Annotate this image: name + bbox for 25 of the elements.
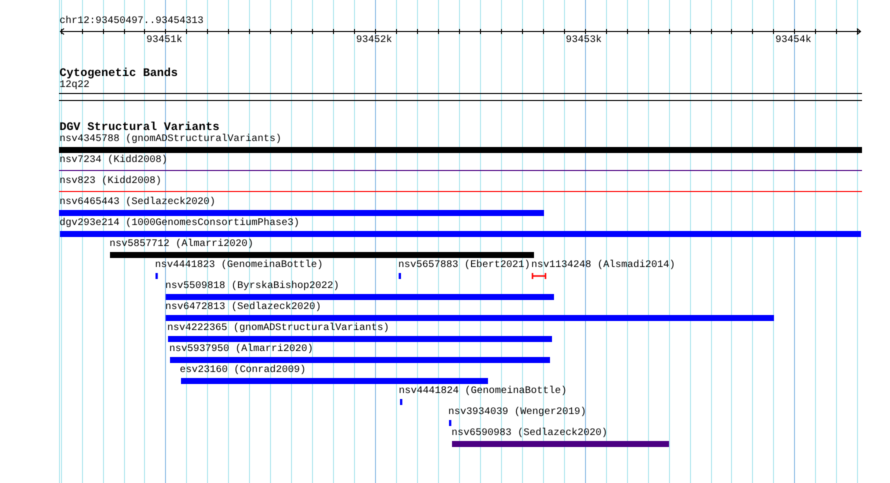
variant-label: nsv4345788 (gnomADStructuralVariants) xyxy=(60,134,282,146)
band-label: 12q22 xyxy=(60,80,90,92)
variant-label: nsv6590983 (Sedlazeck2020) xyxy=(452,428,608,440)
variant-label: nsv823 (Kidd2008) xyxy=(60,176,162,188)
variant-label: nsv5657883 (Ebert2021) xyxy=(398,260,530,272)
location-label: chr12:93450497..93454313 xyxy=(60,16,204,28)
track-title: Cytogenetic Bands xyxy=(60,67,178,80)
variant-label: nsv3934039 (Wenger2019) xyxy=(448,407,586,420)
variant-label: dgv293e214 (1000GenomesConsortiumPhase3) xyxy=(60,218,300,230)
variant-label: nsv4441823 (GenomeinaBottle) xyxy=(155,260,324,272)
variant-label: nsv6465443 (Sedlazeck2020) xyxy=(60,197,216,210)
tick-label: 93451k xyxy=(146,35,182,48)
variant-label: nsv4441824 (GenomeinaBottle) xyxy=(398,386,567,398)
variant-label: nsv5509818 (ByrskaBishop2022) xyxy=(165,281,340,294)
tick-label: 93453k xyxy=(566,35,602,48)
variant-label: nsv5857712 (Almarri2020) xyxy=(110,239,254,252)
variant-label: nsv4222365 (gnomADStructuralVariants) xyxy=(167,323,390,336)
track-title: DGV Structural Variants xyxy=(60,121,220,134)
variant-label: nsv1134248 (Alsmadi2014) xyxy=(531,260,676,272)
tick-label: 93454k xyxy=(775,35,812,48)
variant-label: nsv7234 (Kidd2008) xyxy=(60,155,168,168)
variant-label: esv23160 (Conrad2009) xyxy=(180,365,306,378)
variant-label: nsv5937950 (Almarri2020) xyxy=(169,344,314,356)
variant-label: nsv6472813 (Sedlazeck2020) xyxy=(165,302,322,314)
tick-label: 93452k xyxy=(356,35,392,48)
